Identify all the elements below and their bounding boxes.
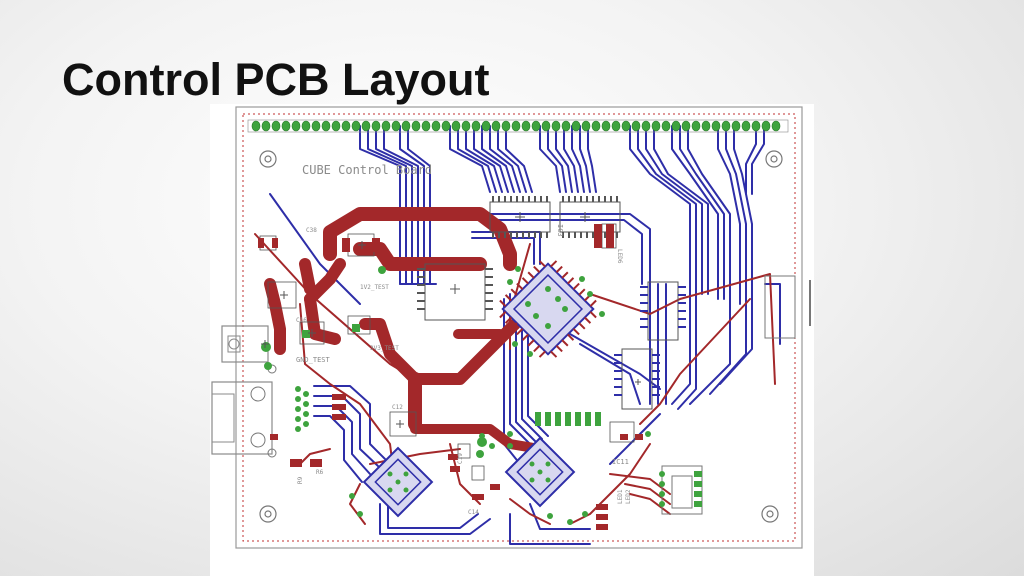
pcb-layout-image: CUBE Control Board 1V2_TEST GND_TEST 3V3… bbox=[210, 104, 814, 576]
label-3v3-test: 3V3_TEST bbox=[370, 345, 399, 352]
slide-title: Control PCB Layout bbox=[62, 54, 490, 105]
bottom-copper-traces bbox=[269, 125, 781, 545]
component-pads-green bbox=[261, 266, 651, 525]
component-crosses bbox=[261, 241, 404, 428]
label-c19: C19 bbox=[457, 453, 464, 464]
soic-chip-left bbox=[424, 263, 486, 321]
usb-connector bbox=[211, 381, 273, 455]
dip-switch bbox=[661, 465, 703, 515]
right-edge-connector bbox=[764, 275, 811, 339]
label-led1: LED1 bbox=[617, 489, 624, 504]
component-pads-red bbox=[258, 224, 643, 530]
label-c12: C12 bbox=[392, 404, 403, 411]
label-ic11: IC11 bbox=[612, 458, 629, 466]
label-r6: R6 bbox=[316, 469, 324, 476]
label-c16: C16 bbox=[296, 317, 307, 324]
label-r9: R9 bbox=[297, 476, 304, 484]
power-jack-connector bbox=[221, 325, 269, 363]
lower-left-qfn-vias bbox=[349, 471, 409, 517]
label-led2: LED2 bbox=[625, 489, 632, 504]
right-soic-pins bbox=[614, 286, 686, 396]
label-1v2-test: 1V2_TEST bbox=[360, 284, 389, 291]
mounting-holes bbox=[259, 150, 783, 523]
pad-row-middle bbox=[535, 412, 601, 426]
label-led6: LED6 bbox=[616, 249, 623, 264]
soic-chip-left-pins bbox=[417, 268, 493, 310]
label-gnd-test: GND_TEST bbox=[296, 356, 331, 364]
label-ic3: IC3 bbox=[556, 224, 564, 237]
label-c14: C14 bbox=[468, 509, 479, 516]
label-c38: C38 bbox=[306, 227, 317, 234]
board-outline bbox=[235, 106, 803, 549]
header-connector-pads bbox=[247, 119, 789, 133]
ic3-package bbox=[489, 201, 621, 233]
board-name-label: CUBE Control Board bbox=[302, 163, 432, 177]
main-mcu-vias bbox=[507, 266, 605, 357]
main-mcu-qfp bbox=[499, 260, 597, 358]
dip-switch-pads bbox=[659, 471, 702, 507]
